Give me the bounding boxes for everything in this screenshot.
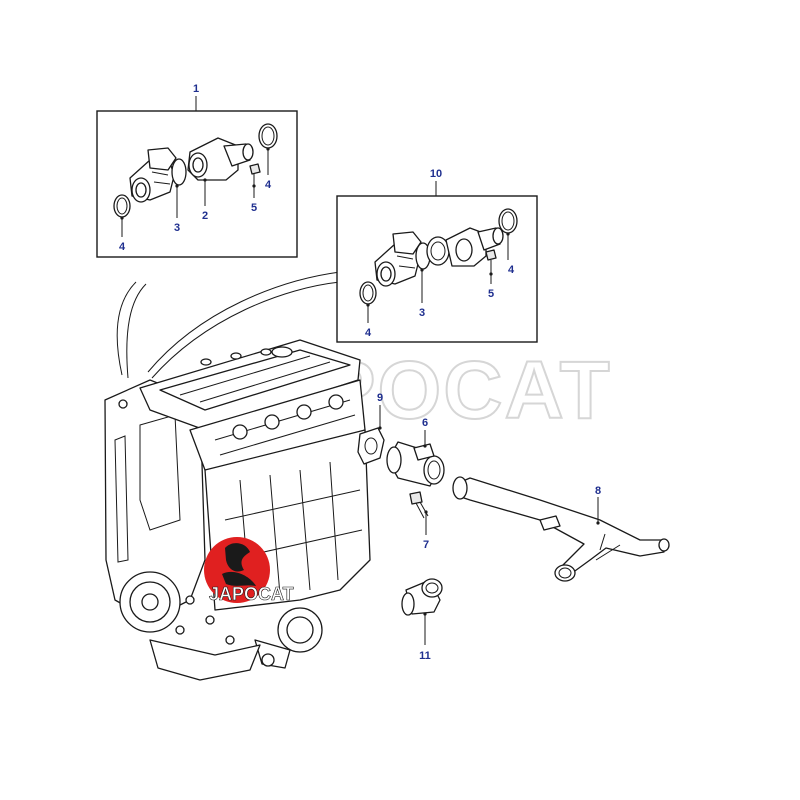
gasket-part [171,158,187,186]
bolt-part [485,249,497,274]
assembly-box-1 [96,96,298,258]
logo-text: JAPOCAT [209,584,294,604]
coolant-pipe-8-part [452,476,670,582]
bolt-7-part [409,491,429,519]
callout-3: 3 [419,307,425,319]
callout-4: 4 [508,264,515,276]
connector-11-part [401,578,443,616]
callout-2: 2 [202,210,208,222]
callout-4: 4 [365,327,372,339]
connector-line [126,283,147,379]
callout-1: 1 [193,83,199,95]
callout-11: 11 [419,650,431,662]
callout-3: 3 [174,222,180,234]
gasket-9-part [357,427,385,465]
callout-8: 8 [595,485,601,497]
thermostat-housing-part [129,147,177,203]
callout-4: 4 [119,241,126,253]
connector-line [116,281,137,376]
connector-line [151,281,341,379]
engine-block [104,339,371,681]
bolt-part [249,163,261,186]
callout-10: 10 [430,168,442,180]
callout-4: 4 [265,179,272,191]
thermostat-housing-part [374,231,422,287]
callout-5: 5 [251,202,257,214]
callout-7: 7 [423,539,429,551]
callout-6: 6 [422,417,428,429]
housing-6-part [386,441,445,487]
connector-line [147,271,341,373]
callout-9: 9 [377,392,383,404]
outlet-housing-part [187,137,254,181]
outlet-housing-part [426,227,504,267]
callout-5: 5 [488,288,494,300]
assembly-box-10 [336,181,538,343]
japocat-logo: JAPOCAT [204,537,294,604]
